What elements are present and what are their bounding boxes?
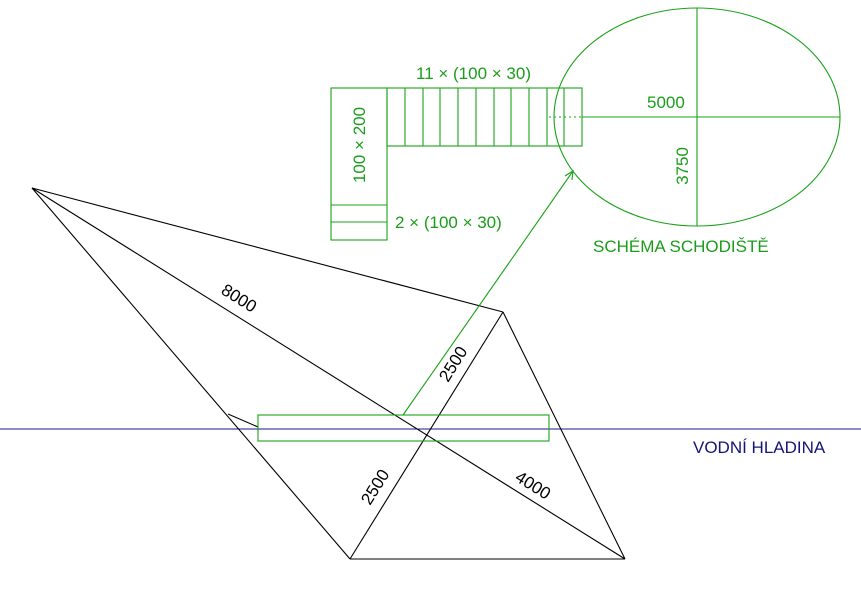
landing-rect xyxy=(330,87,388,241)
steps-bottom-label: 2 × (100 × 30) xyxy=(395,213,502,232)
dimension-label-2500-lower: 2500 xyxy=(357,466,393,508)
steps-top-label: 11 × (100 × 30) xyxy=(416,64,531,83)
upper-steps-rect xyxy=(386,87,583,147)
dimension-label-2500-upper: 2500 xyxy=(435,343,471,385)
ellipse-width-label: 5000 xyxy=(647,93,685,112)
edge-apex-to-right-top xyxy=(31,187,504,313)
schema-arrow xyxy=(402,169,574,416)
edge-apex-to-bottom-right xyxy=(31,187,626,560)
dimension-label-4000: 4000 xyxy=(512,467,554,503)
edge-apex-to-bottom-left xyxy=(31,187,351,560)
water-level-label: VODNÍ HLADINA xyxy=(693,438,826,457)
staircase-schema xyxy=(330,7,841,241)
platform-rect xyxy=(257,414,550,442)
edge-top-to-bottom-left xyxy=(349,311,504,560)
edge-top-to-bottom-right xyxy=(502,311,626,560)
arrow-shaft xyxy=(402,170,574,416)
upper-step-lines xyxy=(404,88,565,146)
dimension-label-8000: 8000 xyxy=(218,280,260,316)
edge-small-tick xyxy=(227,413,259,428)
schema-title: SCHÉMA SCHODIŠTĚ xyxy=(593,237,769,256)
ellipse-height-label: 3750 xyxy=(673,147,692,185)
arrow-head xyxy=(564,169,574,181)
landing-dimension-label: 100 × 200 xyxy=(350,107,369,183)
structure-outline xyxy=(31,187,626,560)
